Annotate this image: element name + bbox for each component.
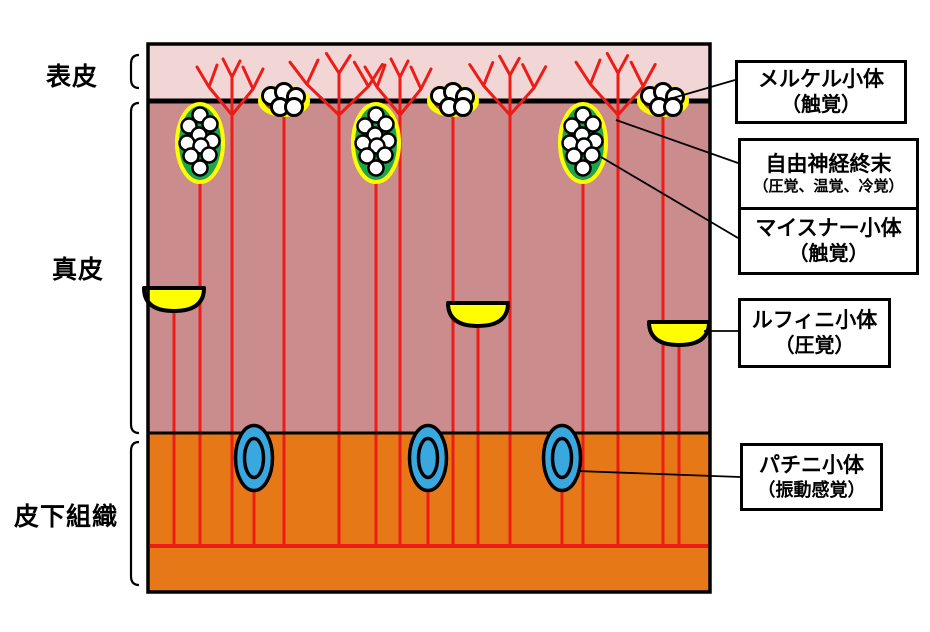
meissner-cell bbox=[182, 147, 200, 165]
layer-bracket bbox=[129, 53, 140, 90]
merkel-cell bbox=[284, 97, 304, 117]
free-nerve-ending-tree bbox=[288, 51, 384, 117]
ruffini-disc bbox=[446, 301, 510, 328]
callout-free-nerve-sense: （圧覚、温覚、冷覚） bbox=[753, 178, 904, 196]
callout-ruffini-title: ルフィニ小体 bbox=[751, 308, 878, 332]
ruffini-ending bbox=[142, 286, 206, 313]
ruffini-ending bbox=[647, 320, 711, 347]
nerve-branches bbox=[363, 57, 433, 117]
nerve-branches bbox=[468, 54, 548, 117]
callout-merkel-sense: （触覚） bbox=[781, 94, 861, 117]
nerve-branches bbox=[574, 51, 657, 117]
meissner-cell bbox=[565, 147, 583, 165]
merkel-cell-cluster bbox=[637, 82, 689, 117]
callout-ruffini-sense: （圧覚） bbox=[774, 335, 855, 358]
meissner-cell bbox=[191, 159, 209, 177]
callout-leader-line bbox=[576, 470, 741, 478]
free-nerve-ending-tree bbox=[363, 57, 433, 117]
pacinian-inner-core bbox=[416, 436, 440, 480]
free-nerve-ending-tree bbox=[574, 51, 657, 117]
ruffini-ending bbox=[446, 301, 510, 328]
pacinian-inner-core bbox=[242, 436, 266, 480]
callout-meissner-sense: （触覚） bbox=[788, 243, 869, 266]
pacinian-corpuscle bbox=[541, 423, 583, 493]
diagram-border bbox=[146, 42, 712, 594]
callout-leader-line bbox=[615, 119, 739, 164]
meissner-cell bbox=[367, 159, 385, 177]
meissner-cell bbox=[376, 146, 394, 164]
meissner-cell bbox=[583, 146, 601, 164]
layer-dermis bbox=[148, 101, 710, 433]
meissner-cell bbox=[377, 115, 395, 133]
free-nerve-ending-tree bbox=[468, 54, 548, 117]
callout-leader-line bbox=[665, 79, 736, 101]
nerve-branches bbox=[195, 57, 265, 117]
callout-pacinian-sense: （振動感覚） bbox=[757, 480, 866, 501]
callout-free-nerve-title: 自由神経終末 bbox=[765, 152, 892, 176]
callout-free-nerve-ending: 自由神経終末 （圧覚、温覚、冷覚） bbox=[738, 138, 919, 210]
merkel-cell-cluster bbox=[427, 82, 479, 117]
layer-label-subcutis: 皮下組織 bbox=[14, 503, 119, 531]
callout-pacinian-title: パチニ小体 bbox=[759, 454, 864, 478]
layer-bracket bbox=[129, 101, 140, 435]
meissner-cell bbox=[200, 146, 218, 164]
ruffini-disc bbox=[142, 286, 206, 313]
pacinian-inner-core bbox=[550, 436, 574, 480]
merkel-cell-cluster bbox=[258, 82, 310, 117]
layer-label-epidermis: 表皮 bbox=[46, 63, 99, 91]
meissner-corpuscle bbox=[558, 102, 608, 184]
meissner-cell bbox=[201, 115, 219, 133]
meissner-cell bbox=[358, 147, 376, 165]
pacinian-corpuscle bbox=[407, 423, 449, 493]
merkel-cell bbox=[453, 97, 473, 117]
meissner-cell bbox=[574, 159, 592, 177]
callout-pacinian-corpuscle: パチニ小体 （振動感覚） bbox=[740, 443, 883, 511]
callout-leader-line bbox=[600, 156, 739, 239]
layer-bracket bbox=[129, 440, 140, 587]
callout-meissner-title: マイスナー小体 bbox=[755, 216, 902, 240]
merkel-cell bbox=[663, 97, 683, 117]
meissner-corpuscle bbox=[351, 102, 401, 184]
callout-ruffini-corpuscle: ルフィニ小体 （圧覚） bbox=[738, 298, 891, 368]
ruffini-disc bbox=[647, 320, 711, 347]
callout-meissner-corpuscle: マイスナー小体 （触覚） bbox=[738, 207, 919, 275]
pacinian-corpuscle bbox=[233, 423, 275, 493]
meissner-cell bbox=[584, 115, 602, 133]
meissner-corpuscle bbox=[175, 102, 225, 184]
callout-merkel-corpuscle: メルケル小体 （触覚） bbox=[735, 60, 907, 124]
free-nerve-ending-tree bbox=[195, 57, 265, 117]
nerve-branches bbox=[288, 51, 384, 117]
layer-label-dermis: 真皮 bbox=[52, 256, 105, 284]
callout-merkel-title: メルケル小体 bbox=[758, 67, 884, 91]
